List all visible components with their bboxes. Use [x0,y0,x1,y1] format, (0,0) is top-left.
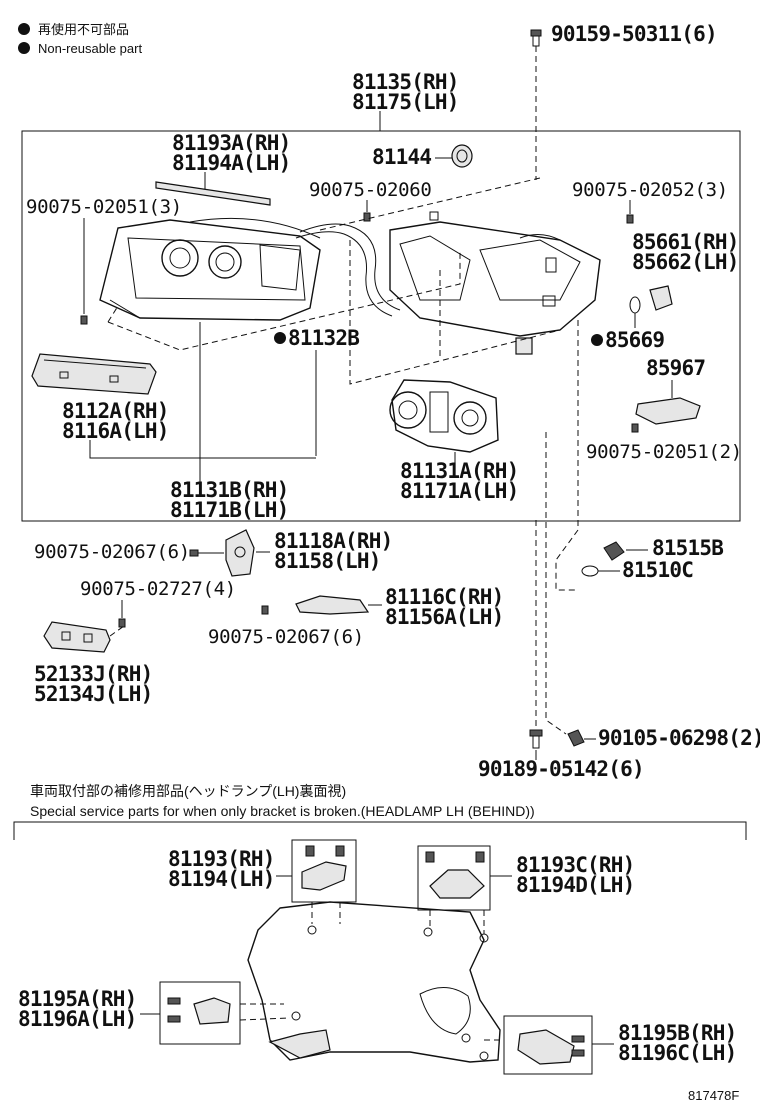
label-81195A: 81195A(RH) [18,987,136,1011]
label-81118A: 81118A(RH) [274,529,392,553]
kit-box-81195B [503,1015,593,1075]
label-81196A: 81196A(LH) [18,1007,136,1031]
label-81144: 81144 [372,145,431,169]
label-90075-02051-3: 90075-02051(3) [26,196,182,218]
headlamp-rear-housing [389,211,601,355]
o-ring-85669 [629,296,641,314]
label-81194A: 81194A(LH) [172,151,290,175]
label-81194D: 81194D(LH) [516,873,634,897]
label-81135: 81135(RH) [352,70,459,94]
bulb-socket-85661 [649,285,673,311]
label-8112A: 8112A(RH) [62,399,169,423]
label-85669: 85669 [605,328,664,352]
label-81194: 81194(LH) [168,867,275,891]
label-81131A: 81131A(RH) [400,459,518,483]
label-81193: 81193(RH) [168,847,275,871]
label-90105: 90105-06298(2) [598,726,760,750]
label-85662: 85662(LH) [632,250,739,274]
label-81131B: 81131B(RH) [170,478,288,502]
figure-id: 817478F [688,1088,739,1103]
bracket-52133J [43,621,111,653]
non-reusable-marker-icon [18,42,30,54]
bulb-81510C [581,565,599,577]
label-90075-02051-2: 90075-02051(2) [586,441,742,463]
label-8116A: 8116A(LH) [62,419,169,443]
lower-section-frame [13,821,747,840]
label-90075-02067-a: 90075-02067(6) [34,541,190,563]
label-81195B: 81195B(RH) [618,1021,736,1045]
label-81196C: 81196C(LH) [618,1041,736,1065]
bracket-81118A [225,529,255,577]
wire-harness [299,223,401,311]
screw-90105 [567,729,585,747]
label-81193C: 81193C(RH) [516,853,634,877]
grommet-81144 [451,144,473,168]
kit-box-81193 [291,839,357,903]
label-81193A: 81193A(RH) [172,131,290,155]
section-note-en: Special service parts for when only brac… [30,803,535,819]
kit-box-81195A [159,981,241,1045]
headlamp-lens-housing [99,217,321,321]
label-81158: 81158(LH) [274,549,381,573]
label-81515B: 81515B [652,536,723,560]
bolt-90159 [530,29,542,180]
headlamp-rear-outline [247,901,501,1063]
label-81175: 81175(LH) [352,90,459,114]
label-81510C: 81510C [622,558,693,582]
label-52133J: 52133J(RH) [34,662,152,686]
label-90075-02060: 90075-02060 [309,179,432,201]
label-52134J: 52134J(LH) [34,682,152,706]
bracket-81116C [295,595,370,615]
label-90159: 90159-50311(6) [551,22,717,46]
label-90075-02052: 90075-02052(3) [572,179,728,201]
projector-81131A [389,379,499,453]
non-reusable-marker-icon [18,23,30,35]
kit-box-81193C [417,845,491,911]
legend: 再使用不可部品 Non-reusable part [18,22,142,56]
label-81156A: 81156A(LH) [385,605,503,629]
bracket-8112A [31,353,157,395]
label-81171B: 81171B(LH) [170,498,288,522]
label-81132B: 81132B [288,326,359,350]
label-81116C: 81116C(RH) [385,585,503,609]
non-reusable-marker-icon [591,334,603,346]
label-81171A: 81171A(LH) [400,479,518,503]
bulb-81515B [603,541,625,561]
headlamp-assembly-frame [21,130,741,522]
label-90075-02067-b: 90075-02067(6) [208,626,364,648]
label-90189: 90189-05142(6) [478,757,644,781]
section-note-jp: 車両取付部の補修用部品(ヘッドランプ(LH)裏面視) [30,783,346,799]
legend-jp: 再使用不可部品 [38,22,129,37]
non-reusable-marker-icon [274,332,286,344]
label-85661: 85661(RH) [632,230,739,254]
garnish-strip [155,181,271,206]
screw-90189 [529,729,543,737]
ecu-85967 [635,397,701,425]
label-85967: 85967 [646,356,705,380]
legend-en: Non-reusable part [38,41,142,56]
label-90075-02727: 90075-02727(4) [80,578,236,600]
